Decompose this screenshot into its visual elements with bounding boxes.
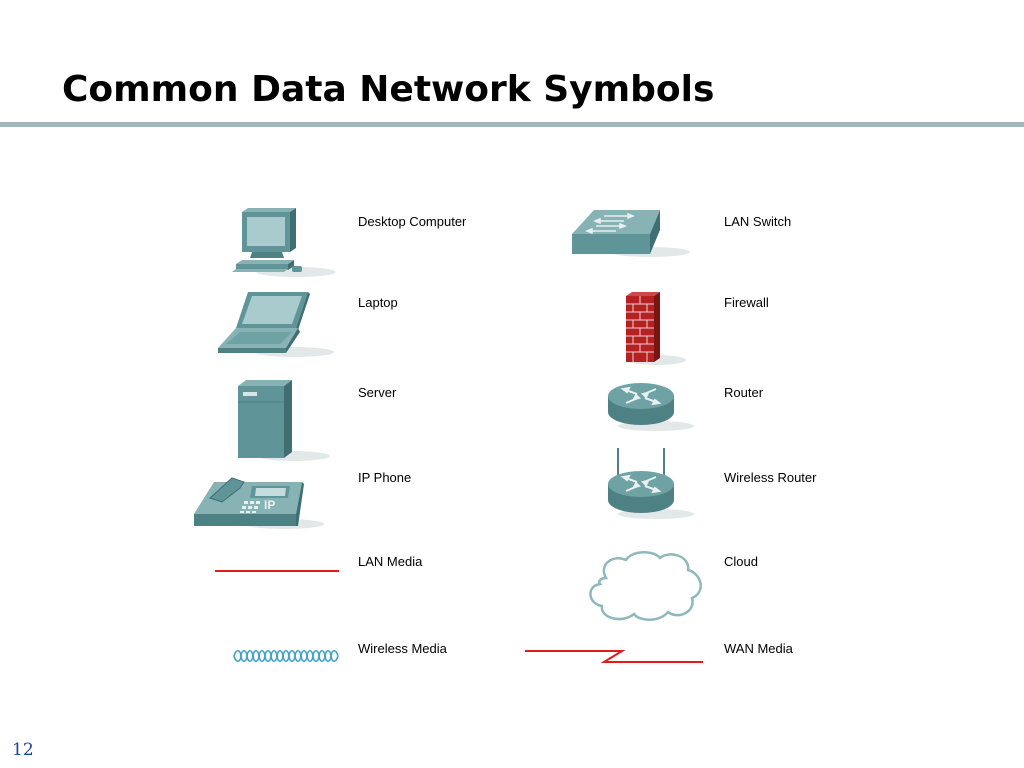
label-laptop: Laptop — [358, 295, 398, 310]
server-icon — [238, 380, 330, 461]
label-wireless-media: Wireless Media — [358, 641, 447, 656]
label-wan-media: WAN Media — [724, 641, 793, 656]
desktop-computer-icon — [232, 208, 336, 277]
label-ip-phone: IP Phone — [358, 470, 412, 485]
firewall-icon — [626, 292, 686, 365]
cloud-icon — [589, 551, 702, 621]
wireless-router-icon — [608, 448, 694, 519]
router-icon — [608, 383, 694, 431]
wireless-media-icon — [233, 649, 339, 663]
label-lan-switch: LAN Switch — [724, 214, 792, 229]
label-server: Server — [358, 385, 397, 400]
page-number: 12 — [12, 740, 34, 760]
lan-media-icon — [215, 570, 339, 572]
ip-phone-badge: IP — [264, 498, 275, 512]
label-desktop-computer: Desktop Computer — [358, 214, 467, 229]
label-router: Router — [724, 385, 764, 400]
label-cloud: Cloud — [724, 554, 758, 569]
laptop-icon — [218, 292, 334, 357]
label-firewall: Firewall — [724, 295, 769, 310]
ip-phone-icon: IP — [194, 477, 324, 529]
wan-media-icon — [525, 650, 703, 663]
lan-switch-icon — [572, 210, 690, 257]
label-lan-media: LAN Media — [358, 554, 423, 569]
label-wireless-router: Wireless Router — [724, 470, 817, 485]
slide-title: Common Data Network Symbols — [62, 69, 715, 110]
title-divider — [0, 122, 1024, 127]
